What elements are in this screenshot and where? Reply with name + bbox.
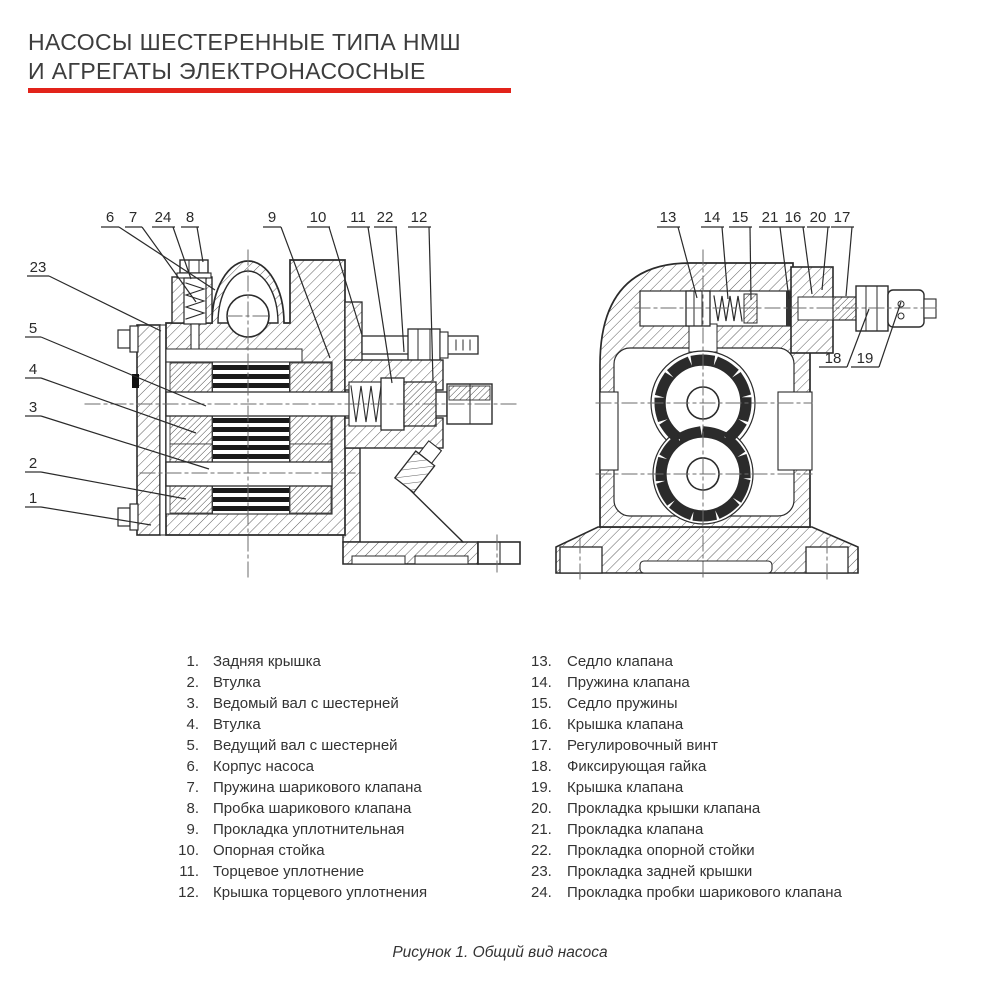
callout-17: 17 [834, 209, 851, 226]
gear-cavity [165, 361, 333, 515]
callout-19: 19 [857, 350, 874, 367]
part-item-3: 3.Ведомый вал с шестерней [186, 695, 399, 712]
part-item-12: 12.Крышка торцевого уплотнения [178, 884, 428, 901]
callout-leaders-left-view [101, 226, 434, 384]
parts-list-right-column: 13.Седло клапана 14.Пружина клапана 15.С… [531, 651, 842, 903]
support-stand-and-foot [342, 447, 521, 565]
callout-7: 7 [129, 209, 137, 226]
part-item-14: 14.Пружина клапана [531, 674, 690, 691]
callout-5: 5 [29, 320, 37, 337]
page-header: НАСОСЫ ШЕСТЕРЕННЫЕ ТИПА НМШ И АГРЕГАТЫ Э… [28, 28, 461, 86]
callout-6: 6 [106, 209, 114, 226]
callout-16: 16 [785, 209, 802, 226]
part-item-21: 21.Прокладка клапана [531, 821, 704, 838]
callout-12: 12 [411, 209, 428, 226]
callout-13: 13 [660, 209, 677, 226]
part-item-19: 19.Крышка клапана [531, 779, 684, 796]
left-view-centerlines [84, 249, 521, 579]
callout-18: 18 [825, 350, 842, 367]
part-item-5: 5.Ведущий вал с шестерней [186, 737, 398, 754]
callout-20: 20 [810, 209, 827, 226]
part-item-18: 18.Фиксирующая гайка [531, 758, 707, 775]
suction-channel [165, 348, 303, 363]
callout-23: 23 [30, 259, 47, 276]
callout-leaders-18-19 [819, 301, 902, 368]
callout-2: 2 [29, 455, 37, 472]
page-title-line1: НАСОСЫ ШЕСТЕРЕННЫЕ ТИПА НМШ [28, 29, 461, 55]
part-item-17: 17.Регулировочный винт [531, 737, 718, 754]
rear-cover [117, 324, 161, 536]
rear-cover-gasket [159, 324, 167, 536]
part-item-8: 8.Пробка шарикового клапана [186, 800, 412, 817]
part-item-11: 11.Торцевое уплотнение [179, 863, 365, 880]
drain-plug [393, 440, 443, 494]
callout-24: 24 [155, 209, 172, 226]
red-underline-divider [28, 88, 511, 93]
right-view-centerlines [579, 249, 941, 581]
right-view-cross-section [555, 249, 941, 581]
part-item-24: 24.Прокладка пробки шарикового клапана [531, 884, 842, 901]
callout-leaders-right-view [657, 226, 854, 301]
part-item-16: 16.Крышка клапана [531, 716, 684, 733]
callout-4: 4 [29, 361, 37, 378]
callout-leaders-left-side [25, 275, 210, 526]
part-item-1: 1.Задняя крышка [186, 653, 321, 670]
part-item-6: 6.Корпус насоса [186, 758, 315, 775]
callout-21: 21 [762, 209, 779, 226]
part-item-20: 20.Прокладка крышки клапана [531, 800, 761, 817]
callout-3: 3 [29, 399, 37, 416]
part-item-15: 15.Седло пружины [531, 695, 678, 712]
driven-shaft [165, 461, 333, 487]
parts-list-left-column: 1.Задняя крышка 2.Втулка 3.Ведомый вал с… [173, 651, 427, 903]
part-item-10: 10.Опорная стойка [178, 842, 325, 859]
callout-22: 22 [377, 209, 394, 226]
part-item-23: 23.Прокладка задней крышки [531, 863, 753, 880]
part-item-2: 2.Втулка [186, 674, 261, 691]
part-item-9: 9.Прокладка уплотнительная [186, 821, 405, 838]
gear-tooth-stripes [213, 365, 289, 511]
right-view-foot [555, 526, 859, 574]
page-title-line2: И АГРЕГАТЫ ЭЛЕКТРОНАСОСНЫЕ [28, 58, 426, 84]
callout-15: 15 [732, 209, 749, 226]
callout-8: 8 [186, 209, 194, 226]
callout-10: 10 [310, 209, 327, 226]
callout-11: 11 [350, 209, 366, 226]
figure-caption: Рисунок 1. Общий вид насоса [392, 944, 608, 961]
bushings [169, 362, 332, 514]
left-view-longitudinal-section [84, 249, 521, 579]
part-item-13: 13.Седло клапана [531, 653, 673, 670]
callout-9: 9 [268, 209, 276, 226]
callout-1: 1 [29, 490, 37, 507]
pump-general-view-drawing: 6 7 24 8 9 10 11 22 12 13 14 15 21 16 20… [25, 209, 941, 581]
part-item-7: 7.Пружина шарикового клапана [186, 779, 422, 796]
callout-labels: 6 7 24 8 9 10 11 22 12 13 14 15 21 16 20… [25, 209, 902, 526]
valve-gasket [786, 291, 791, 326]
part-item-22: 22.Прокладка опорной стойки [531, 842, 755, 859]
part-item-4: 4.Втулка [186, 716, 261, 733]
stand-stud-bolt [344, 301, 479, 367]
callout-14: 14 [704, 209, 721, 226]
